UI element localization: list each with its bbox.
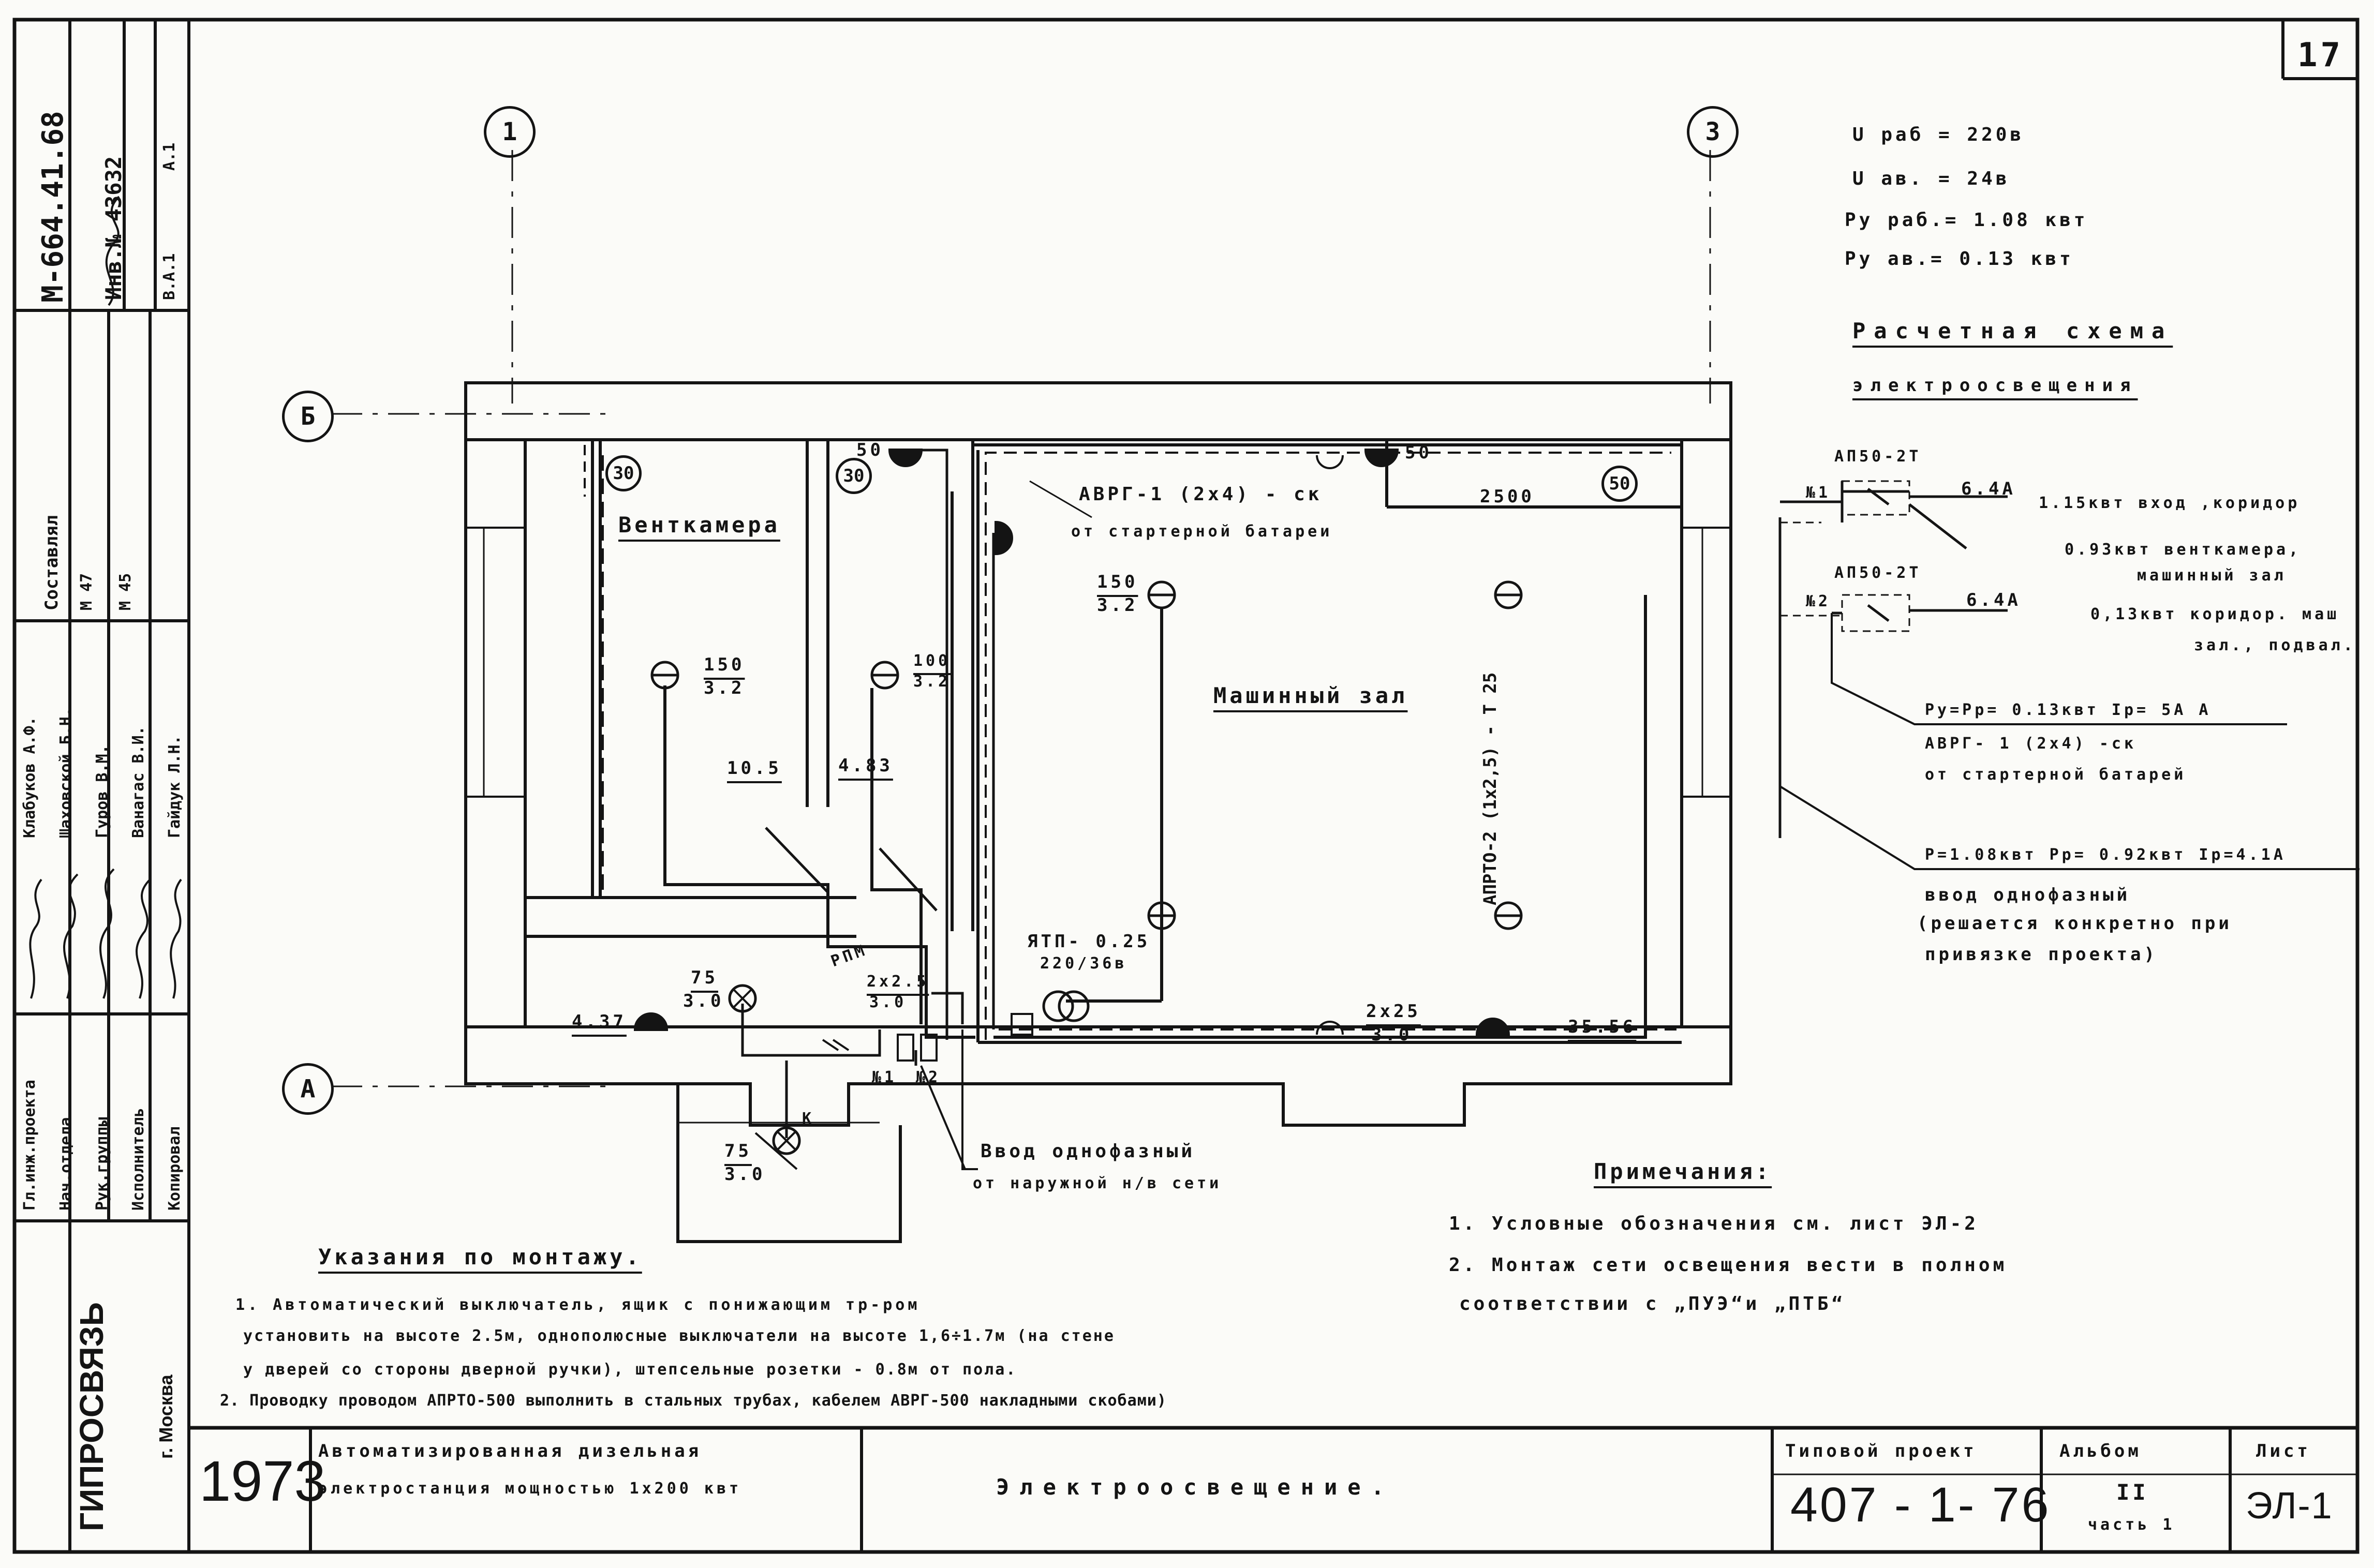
entry-label-a: Ввод однофазный: [981, 1141, 1196, 1162]
notes-title: Примечания:: [1594, 1159, 1772, 1184]
install-title: Указания по монтажу.: [318, 1244, 642, 1270]
tb-object-a: Автоматизированная дизельная: [318, 1441, 702, 1461]
note-3: соответствии с „ПУЭ“и „ПТБ“: [1459, 1293, 1846, 1315]
panel-n1-label: №1: [872, 1068, 897, 1086]
breaker1-current: 6.4А: [1961, 479, 2016, 499]
tb-part: часть 1: [2088, 1516, 2175, 1534]
lux-badge-30b: 30: [836, 458, 872, 494]
calc-u-emerg: U ав. = 24в: [1852, 168, 2010, 189]
axis-3-bubble: 3: [1687, 106, 1739, 158]
install-line-3: у дверей со стороны дверной ручки), штеп…: [243, 1361, 1017, 1379]
install-line-4: 2. Проводку проводом АПРТО-500 выполнить…: [220, 1392, 1167, 1410]
feed2-entry: ввод однофазный: [1925, 885, 2131, 905]
line-n2: №2: [1806, 592, 1831, 610]
calc-p-work: Ру раб.= 1.08 квт: [1845, 210, 2088, 231]
cable-top-b: от стартерной батареи: [1071, 522, 1333, 541]
cable-top-a: АВРГ-1 (2х4) - ск: [1079, 484, 1323, 505]
calc-title-2: электроосвещения: [1852, 375, 2138, 396]
lamp4-power: 75: [691, 967, 718, 988]
area-10-5: 10.5: [727, 758, 782, 779]
wire1-height: 3.0: [869, 993, 907, 1011]
lamp5-power: 75: [724, 1141, 752, 1161]
lamp3-power: 150: [1097, 572, 1138, 592]
tb-typical-label: Типовой проект: [1785, 1441, 1977, 1461]
tb-list-label: Лист: [2256, 1441, 2311, 1461]
axis-a-bubble: А: [282, 1063, 334, 1115]
lux-badge-30a: 30: [605, 455, 642, 491]
feed2-note: (решается конкретно при: [1917, 913, 2232, 934]
breaker2-label: АП50-2Т: [1834, 564, 1922, 582]
lamp4-height: 3.0: [683, 991, 724, 1011]
load-entry-corridor: 1.15квт вход ,коридор: [2039, 494, 2301, 512]
install-line-1: 1. Автоматический выключатель, ящик с по…: [235, 1296, 921, 1314]
feed2-power: Р=1.08квт Рр= 0.92квт Iр=4.1А: [1925, 846, 2286, 864]
note-2: 2. Монтаж сети освещения вести в полном: [1449, 1255, 2008, 1276]
axis-1-label: 1: [502, 117, 517, 146]
axis-b-bubble: Б: [282, 391, 334, 442]
entry-label-b: от наружной н/в сети: [973, 1174, 1222, 1192]
tb-typical-number: 407 - 1- 76: [1790, 1477, 2051, 1532]
tb-album-number: II: [2116, 1480, 2149, 1505]
axis-b-label: Б: [300, 402, 316, 431]
area-35-56: 35.56: [1568, 1017, 1637, 1037]
lamp2-height: 3.2: [913, 673, 951, 691]
room-machine-hall: Машинный зал: [1213, 683, 1408, 708]
breaker1-label: АП50-2Т: [1834, 447, 1922, 466]
lamp1-power: 150: [704, 654, 745, 675]
calc-p-emerg: Ру ав.= 0.13 квт: [1845, 248, 2074, 270]
lamp5-height: 3.0: [724, 1164, 766, 1185]
lamp1-height: 3.2: [704, 678, 745, 698]
wire2-section: 2х25: [1366, 1001, 1421, 1022]
axis-1-bubble: 1: [484, 106, 536, 158]
switch-k-label: К: [802, 1110, 815, 1128]
note-1: 1. Условные обозначения см. лист ЭЛ-2: [1449, 1213, 1979, 1234]
transformer-box-label: ЯТП- 0.25: [1027, 931, 1151, 952]
feed1-power: Ру=Рр= 0.13квт Iр= 5А А: [1925, 701, 2212, 719]
load-vent-machine: 0.93квт венткамера,: [2065, 541, 2302, 559]
lamp2-power: 100: [913, 652, 951, 670]
value-50a: 50: [856, 440, 884, 460]
feed1-source: от стартерной батарей: [1925, 766, 2187, 784]
install-line-2: установить на высоте 2.5м, однополюсные …: [243, 1327, 1115, 1345]
area-4-83: 4.83: [838, 755, 893, 776]
tb-album-label: Альбом: [2059, 1441, 2142, 1461]
calc-u-work: U раб = 220в: [1852, 124, 2025, 145]
axis-a-label: А: [300, 1074, 316, 1103]
room-ventchamber: Венткамера: [618, 512, 780, 537]
breaker2-current: 6.4А: [1966, 590, 2021, 610]
load-corridor-basement-2: зал., подвал.: [2194, 636, 2356, 654]
panel-n2-label: №2: [916, 1068, 941, 1086]
feed2-note-2: привязке проекта): [1925, 944, 2158, 965]
feed1-cable: АВРГ- 1 (2х4) -ск: [1925, 735, 2137, 753]
tb-year: 1973: [199, 1450, 326, 1513]
wire2-height: 3.0: [1371, 1024, 1413, 1045]
tb-sheet-title: Электроосвещение.: [996, 1474, 1394, 1500]
wire1-section: 2х2.5: [867, 973, 929, 991]
area-4-37: 4.37: [572, 1011, 627, 1032]
calc-title-1: Расчетная схема: [1852, 318, 2173, 344]
tb-list-number: ЭЛ-1: [2246, 1485, 2333, 1527]
axis-3-label: 3: [1705, 117, 1720, 146]
line-n1: №1: [1806, 484, 1831, 502]
transformer-box-voltage: 220/36в: [1040, 954, 1127, 973]
tb-object-b: электростанция мощностью 1х200 квт: [318, 1480, 742, 1498]
sheet-number: 17: [2297, 36, 2344, 74]
lamp3-height: 3.2: [1097, 595, 1138, 616]
lux-badge-50: 50: [1601, 466, 1638, 502]
load-corridor-basement: 0,13квт коридор. маш: [2090, 605, 2340, 623]
dimension-2500: 2500: [1480, 486, 1535, 507]
load-vent-machine-2: машинный зал: [2137, 566, 2287, 585]
value-50b: 50: [1405, 442, 1432, 463]
